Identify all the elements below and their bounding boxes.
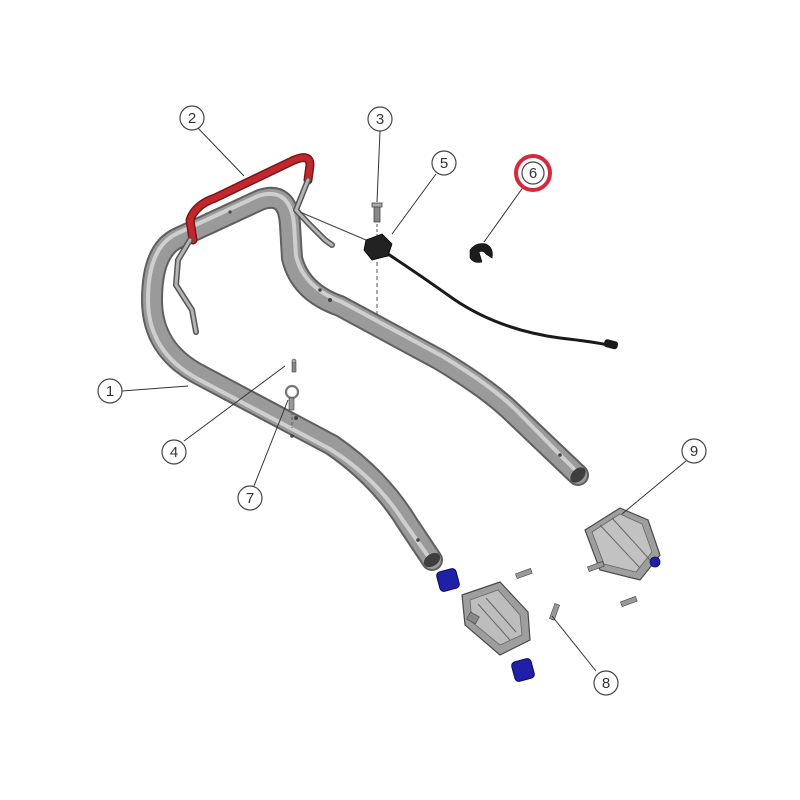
callout-label-1: 1	[106, 383, 114, 400]
callout-label-4: 4	[170, 444, 178, 461]
c-clip-part-6	[469, 243, 493, 263]
callout-label-8: 8	[602, 675, 610, 692]
callout-1: 1	[97, 378, 123, 404]
highlight-ring	[514, 154, 552, 192]
right-bracket-part-9	[584, 507, 661, 581]
callout-label-3: 3	[376, 111, 384, 128]
callout-4: 4	[161, 439, 187, 465]
pin-part-4	[291, 358, 297, 373]
control-cable	[299, 211, 619, 350]
callout-9: 9	[681, 438, 707, 464]
callout-label-2: 2	[188, 110, 196, 127]
callout-label-9: 9	[690, 443, 698, 460]
bail-bar-part	[173, 153, 335, 335]
callout-5: 5	[431, 150, 457, 176]
callout-label-6: 6	[529, 165, 537, 182]
handle-frame-part	[141, 186, 589, 571]
screw-part-3	[371, 202, 383, 236]
callout-8: 8	[593, 670, 619, 696]
bolts-part-8	[515, 561, 638, 621]
callout-label-7: 7	[246, 490, 254, 507]
callout-label-5: 5	[440, 155, 448, 172]
callout-6-highlighted: 6	[514, 154, 552, 192]
lower-bracket-left	[436, 568, 535, 682]
callout-leaders	[121, 125, 687, 672]
cable-clip-part-5	[363, 233, 393, 318]
callout-2: 2	[179, 105, 205, 131]
eye-bolt-part-7	[284, 384, 300, 428]
callout-7: 7	[237, 485, 263, 511]
callout-3: 3	[367, 106, 393, 132]
